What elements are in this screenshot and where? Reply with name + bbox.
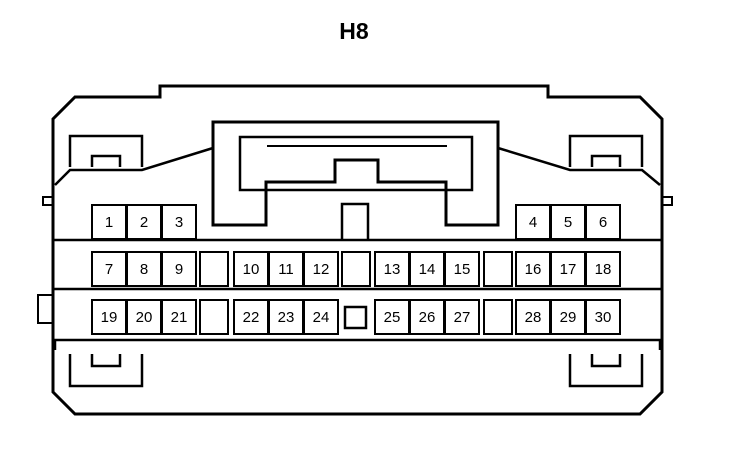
- pin-number: 26: [419, 309, 436, 326]
- inner-bottom-contour: [53, 340, 662, 350]
- pin-box: [585, 204, 621, 240]
- key-slot: [340, 202, 370, 240]
- pin-cavity-14: 14: [409, 251, 445, 287]
- pin-box: [303, 299, 339, 335]
- blank-cavity: [199, 251, 229, 287]
- pin-number: 13: [384, 261, 401, 278]
- pin-number: 9: [175, 261, 183, 278]
- blank-cavity: [199, 299, 229, 335]
- pin-cavity-18: 18: [585, 251, 621, 287]
- pin-cavity-24: 24: [303, 299, 339, 335]
- pin-cavity-9: 9: [161, 251, 197, 287]
- latch-frame: [211, 120, 500, 227]
- pin-number: 8: [140, 261, 148, 278]
- pin-box: [161, 251, 197, 287]
- latch-inner: [238, 135, 474, 192]
- top-left-lug: [68, 134, 144, 167]
- pin-box: [161, 299, 197, 335]
- pin-cavity-21: 21: [161, 299, 197, 335]
- left-side-latch: [37, 294, 54, 324]
- pin-cavity-27: 27: [444, 299, 480, 335]
- right-side-tab: [661, 196, 673, 206]
- pin-cavity-22: 22: [233, 299, 269, 335]
- blank-cavity: [483, 251, 513, 287]
- left-side-tab: [42, 196, 54, 206]
- pin-cavity-6: 6: [585, 204, 621, 240]
- pin-number: 29: [560, 309, 577, 326]
- pin-number: 14: [419, 261, 436, 278]
- pin-number: 15: [454, 261, 471, 278]
- pin-number: 1: [105, 214, 113, 231]
- pin-number: 16: [525, 261, 542, 278]
- pin-cavity-10: 10: [233, 251, 269, 287]
- pin-number: 28: [525, 309, 542, 326]
- pin-cavity-1: 1: [91, 204, 127, 240]
- pin-number: 30: [595, 309, 612, 326]
- pin-cavity-2: 2: [126, 204, 162, 240]
- pin-cavity-20: 20: [126, 299, 162, 335]
- pin-box: [444, 251, 480, 287]
- pin-number: 21: [171, 309, 188, 326]
- pin-cavity-23: 23: [268, 299, 304, 335]
- pin-number: 20: [136, 309, 153, 326]
- pin-number: 4: [529, 214, 537, 231]
- pin-cavity-5: 5: [550, 204, 586, 240]
- pin-cavity-29: 29: [550, 299, 586, 335]
- pin-number: 5: [564, 214, 572, 231]
- pin-number: 7: [105, 261, 113, 278]
- pin-number: 12: [313, 261, 330, 278]
- pin-cavity-30: 30: [585, 299, 621, 335]
- pin-number: 27: [454, 309, 471, 326]
- pin-box: [585, 251, 621, 287]
- pin-number: 17: [560, 261, 577, 278]
- pin-cavity-15: 15: [444, 251, 480, 287]
- pin-box: [161, 204, 197, 240]
- bottom-left-lug: [68, 354, 144, 388]
- pin-number: 18: [595, 261, 612, 278]
- blank-cavity: [341, 251, 371, 287]
- inner-top-contour: [54, 146, 661, 186]
- pin-box: [585, 299, 621, 335]
- pin-cavity-11: 11: [268, 251, 304, 287]
- pin-number: 19: [101, 309, 118, 326]
- bottom-right-lug: [568, 354, 644, 388]
- pin-cavity-16: 16: [515, 251, 551, 287]
- pin-cavity-12: 12: [303, 251, 339, 287]
- pin-cavity-25: 25: [374, 299, 410, 335]
- pin-number: 3: [175, 214, 183, 231]
- pin-cavity-4: 4: [515, 204, 551, 240]
- polarity-mark: [343, 305, 368, 330]
- pin-cavity-13: 13: [374, 251, 410, 287]
- pin-cavity-7: 7: [91, 251, 127, 287]
- pin-number: 11: [278, 261, 294, 278]
- pin-number: 2: [140, 214, 148, 231]
- pin-number: 22: [243, 309, 260, 326]
- pin-box: [444, 299, 480, 335]
- pin-cavity-26: 26: [409, 299, 445, 335]
- pin-number: 23: [278, 309, 295, 326]
- connector-housing: [51, 84, 664, 416]
- pin-number: 10: [243, 261, 260, 278]
- pin-number: 24: [313, 309, 330, 326]
- pin-number: 25: [384, 309, 401, 326]
- pin-cavity-3: 3: [161, 204, 197, 240]
- pin-box: [303, 251, 339, 287]
- pin-cavity-28: 28: [515, 299, 551, 335]
- blank-cavity: [483, 299, 513, 335]
- pin-cavity-19: 19: [91, 299, 127, 335]
- pin-number: 6: [599, 214, 607, 231]
- connector-title: H8: [339, 18, 369, 44]
- top-right-lug: [568, 134, 644, 167]
- pin-cavity-8: 8: [126, 251, 162, 287]
- pin-cavity-17: 17: [550, 251, 586, 287]
